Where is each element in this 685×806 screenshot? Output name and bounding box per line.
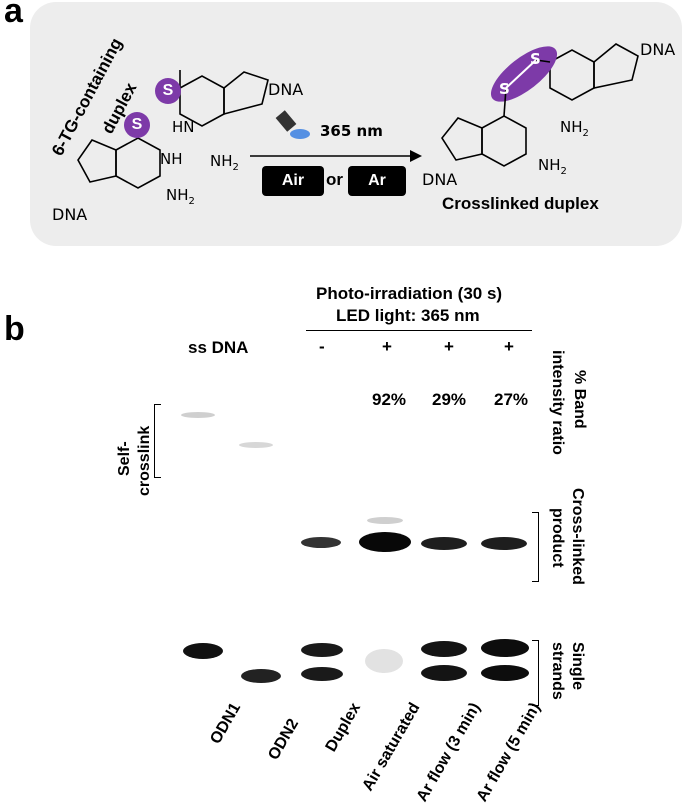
nh2-label-top: NH2 (210, 152, 239, 173)
band-air-crosslink (359, 532, 411, 552)
sulfur-badge-top: S (155, 78, 181, 104)
band-odn2-single (241, 669, 281, 683)
crosslinked-bracket (532, 512, 539, 582)
product-top-imidazole-ring (593, 43, 639, 89)
sulfur-product-2: S (530, 50, 541, 68)
air-condition-badge: Air (262, 166, 324, 196)
lane-mark-ar3: + (444, 337, 454, 356)
band-air-single-faint (365, 649, 403, 673)
nh-label: NH (160, 150, 183, 168)
dna-label-product-bottom: DNA (422, 170, 458, 189)
band-duplex-single-upper (301, 643, 343, 657)
nh2-label-product-bottom: NH2 (538, 156, 567, 177)
band-odn1-single (183, 643, 223, 659)
band-duplex-single-lower (301, 667, 343, 681)
product-bottom-imidazole-ring (441, 117, 483, 161)
nh2-label-bottom: NH2 (166, 186, 195, 207)
sulfur-product-1: S (499, 80, 510, 98)
lane-mark-air: + (382, 337, 392, 356)
band-ar3-single-lower (421, 665, 467, 681)
reactant-bottom-imidazole-ring (77, 139, 117, 183)
flashlight-icon (275, 110, 310, 139)
single-strands-label-line1: Single (569, 642, 586, 691)
lane-mark-duplex: - (319, 337, 325, 356)
panel-b-letter: b (4, 310, 25, 348)
header-underline (306, 330, 532, 331)
band-duplex-crosslink (301, 537, 341, 548)
product-bottom-pyrimidine-ring (481, 115, 527, 167)
dna-label-top-reactant: DNA (268, 80, 304, 99)
band-air-crosslink-faint (367, 517, 403, 524)
or-label: or (326, 170, 343, 189)
dna-label-product-top: DNA (640, 40, 676, 59)
dna-label-bottom-reactant: DNA (52, 205, 88, 224)
ar-condition-badge: Ar (348, 166, 406, 196)
hn-label: HN (172, 118, 195, 136)
band-ar5-single-lower (481, 665, 529, 681)
percent-ar3: 29% (432, 390, 467, 409)
self-crosslink-label-line1: Self- (116, 441, 133, 476)
sulfur-badge-bottom: S (124, 112, 150, 138)
panel-a-letter: a (4, 0, 23, 30)
lane-mark-ar5: + (504, 337, 514, 356)
self-crosslink-bracket (154, 404, 161, 478)
irradiation-header-line2: LED light: 365 nm (336, 306, 480, 325)
band-ar3-single-upper (421, 641, 467, 657)
reaction-arrow-head (410, 150, 422, 162)
percent-ar5: 27% (494, 390, 529, 409)
band-odn2-self (239, 442, 273, 448)
reactant-bottom-pyrimidine-ring (115, 137, 161, 189)
irradiation-header-line1: Photo-irradiation (30 s) (316, 284, 503, 303)
crosslinked-label-line1: Cross-linked (569, 488, 586, 585)
product-label: Crosslinked duplex (442, 194, 599, 213)
band-ar3-crosslink (421, 537, 467, 550)
disulfide-highlight (490, 46, 558, 102)
band-odn1-self (181, 412, 215, 418)
band-ratio-label-line1: % Band (571, 370, 588, 429)
nh2-label-product-top: NH2 (560, 118, 589, 139)
percent-air: 92% (372, 390, 407, 409)
band-ar5-crosslink (481, 537, 527, 550)
gel-image (145, 385, 545, 795)
single-strands-label-line2: strands (549, 642, 566, 700)
reactant-top-imidazole-ring (223, 71, 269, 116)
band-ratio-label-line2: intensity ratio (549, 350, 566, 455)
band-ar5-single-upper (481, 639, 529, 657)
wavelength-label: 365 nm (320, 122, 383, 140)
ss-dna-label: ss DNA (188, 338, 249, 357)
crosslinked-label-line2: product (549, 508, 566, 568)
single-strands-bracket (532, 640, 539, 706)
